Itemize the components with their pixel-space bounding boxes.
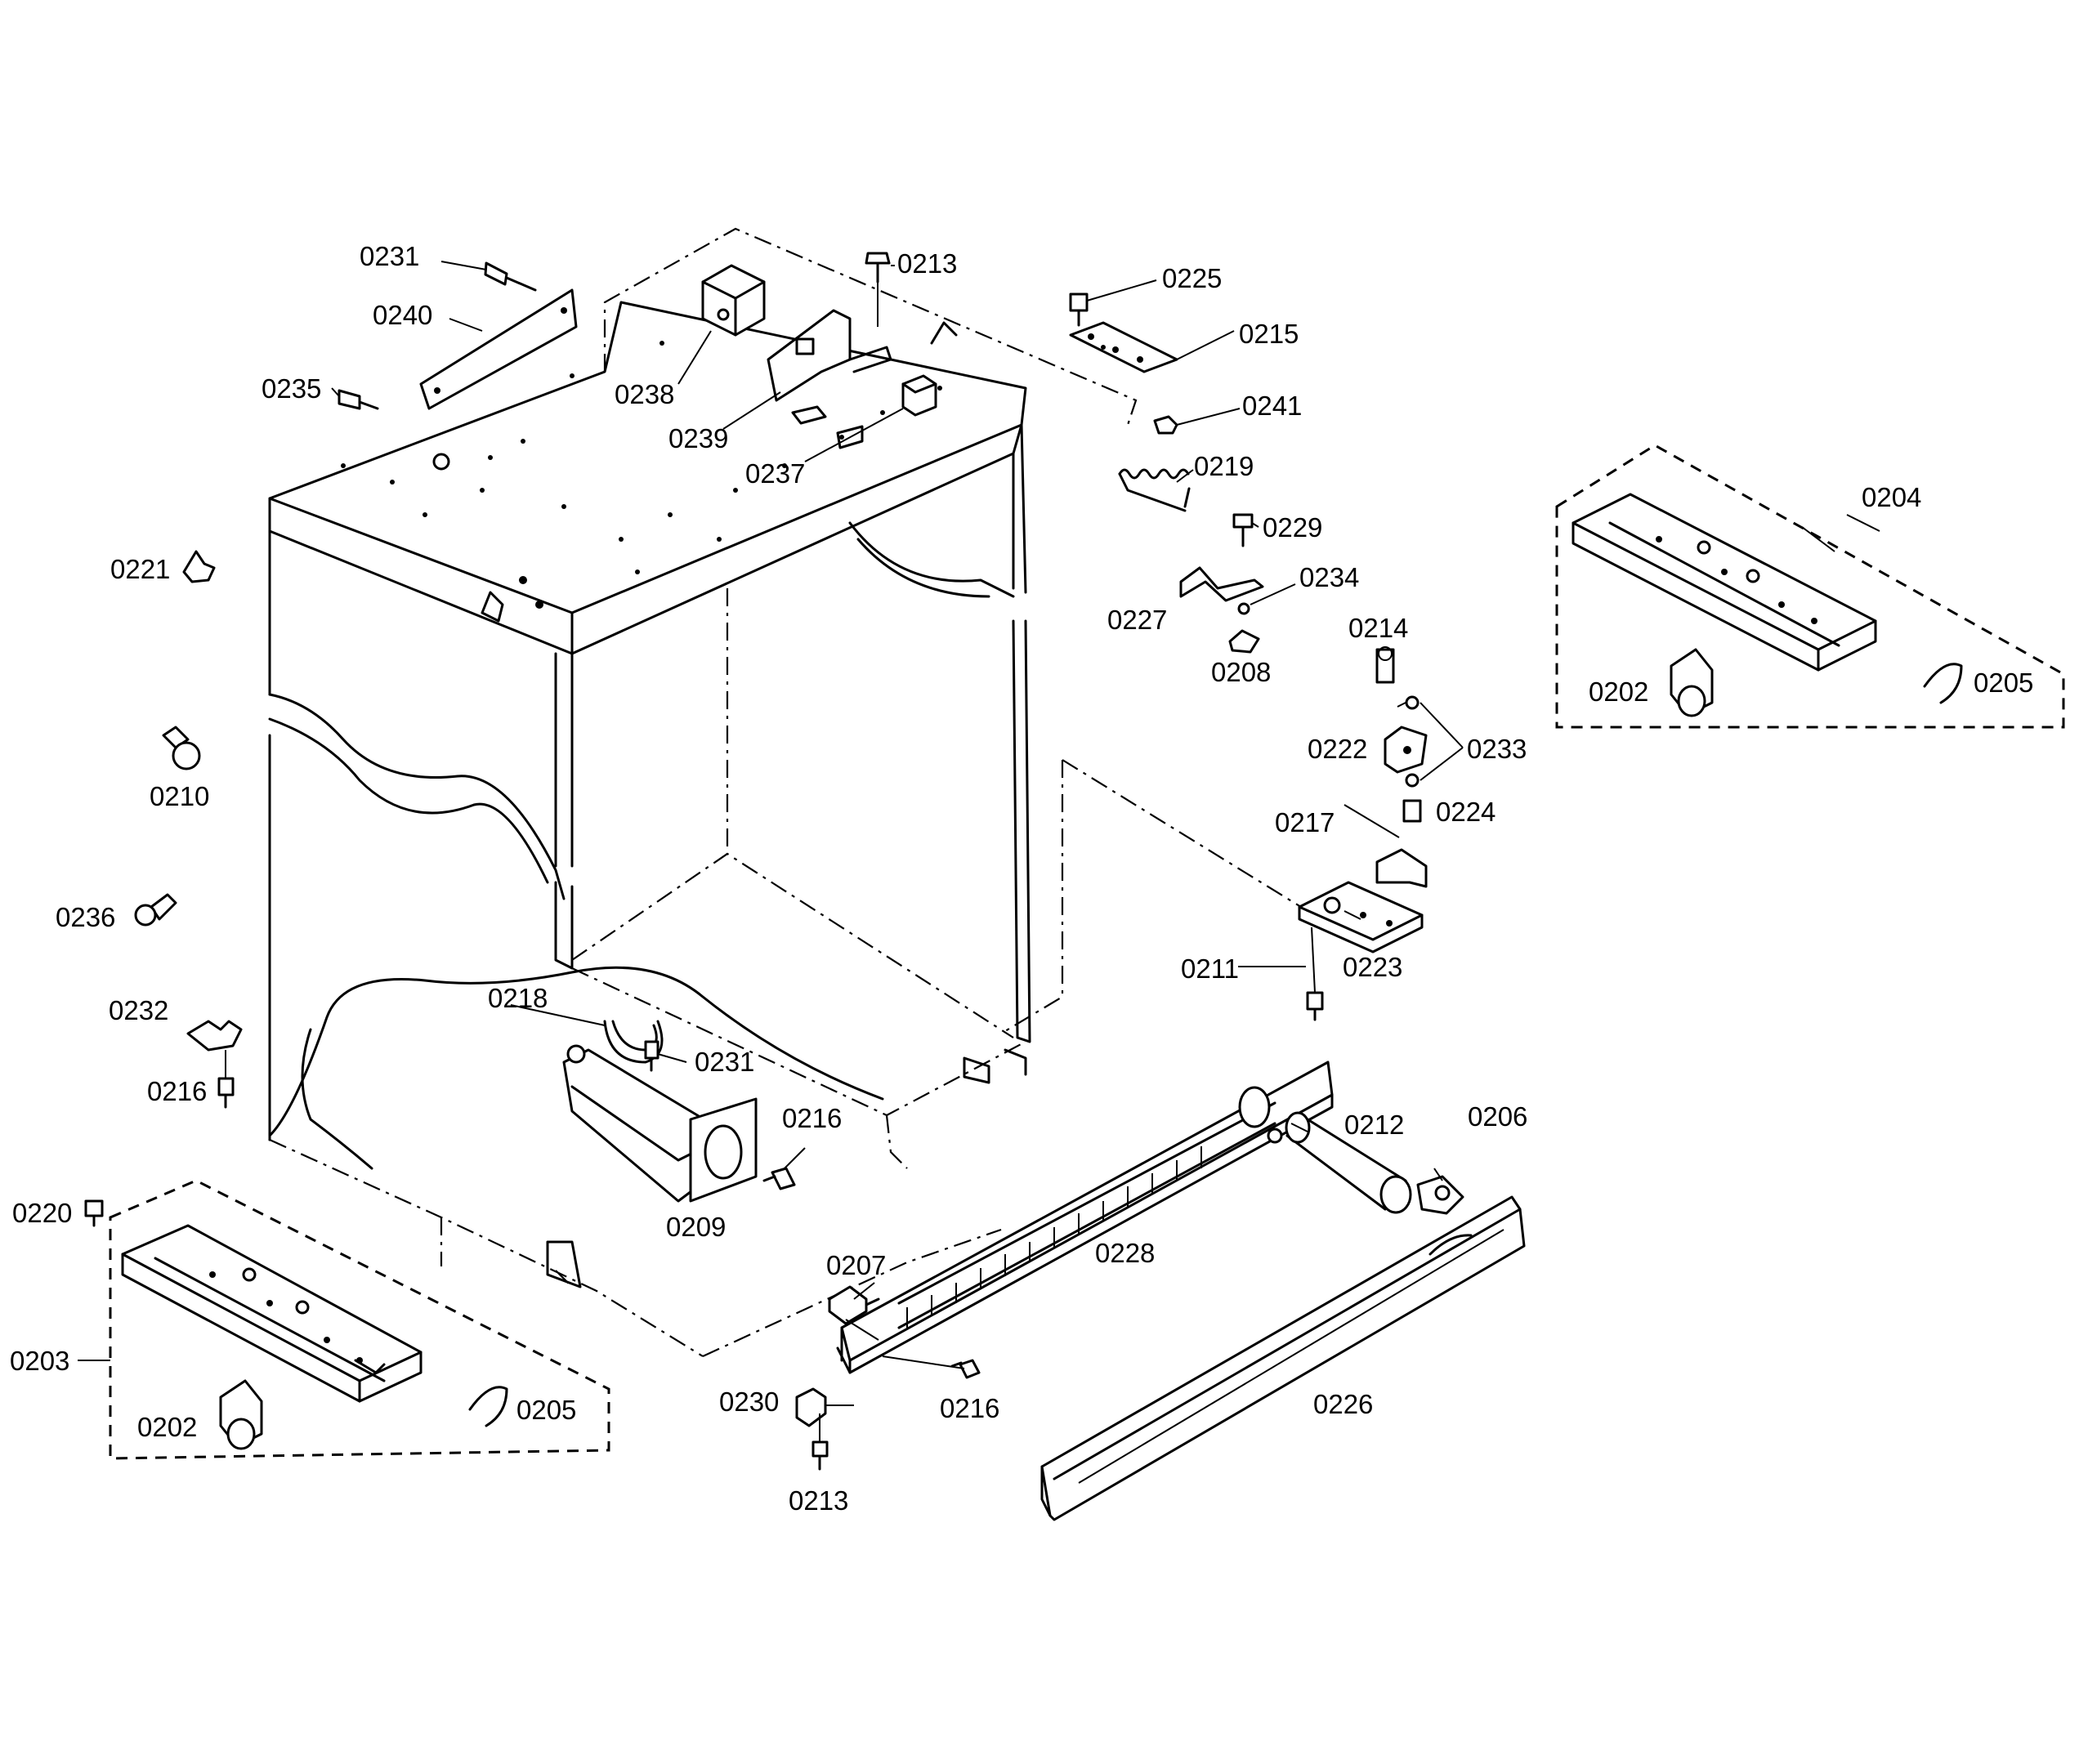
part-0233-washers [1405,695,1420,788]
callout-0209: 0209 [666,1212,726,1242]
part-0230-bracket [795,1387,827,1427]
callout-0220: 0220 [12,1198,72,1228]
callout-0217: 0217 [1275,807,1335,837]
callout-0216c: 0216 [940,1393,999,1423]
callout-0221: 0221 [110,554,170,584]
part-0226-toe-kick [1040,1195,1526,1521]
part-0221-clip [182,550,216,583]
part-0222-hinge-link [1384,726,1428,774]
part-0216-screw-front [950,1359,981,1379]
part-0224-pin [1402,799,1422,823]
callout-0205a: 0205 [516,1395,576,1425]
callout-0213b: 0213 [789,1485,848,1516]
part-0217-hinge-bracket [1375,848,1428,888]
callout-0205b: 0205 [1974,668,2033,698]
callout-0225: 0225 [1162,263,1222,293]
callout-0223: 0223 [1343,952,1402,982]
callout-0202b: 0202 [1589,677,1648,707]
part-0212-filter [1267,1111,1412,1214]
callout-0204: 0204 [1862,482,1921,512]
callout-0239: 0239 [668,423,728,453]
part-0220-screw [84,1199,104,1227]
part-0211-screw [1306,927,1324,1021]
callout-0222: 0222 [1308,734,1367,764]
callout-0236: 0236 [56,902,115,932]
callout-0219: 0219 [1194,451,1254,481]
callout-0224: 0224 [1436,797,1496,827]
callout-0203: 0203 [10,1346,69,1376]
callout-0233: 0233 [1467,734,1527,764]
callout-0232: 0232 [109,995,168,1025]
callout-0214: 0214 [1348,613,1408,643]
callout-0230: 0230 [719,1387,779,1417]
callout-0202a: 0202 [137,1412,197,1442]
part-0229-screw [1232,513,1254,547]
part-0225-screw [1069,293,1089,327]
part-0202-caster-right [1670,648,1714,717]
callout-0207: 0207 [826,1250,886,1280]
callout-0212: 0212 [1344,1110,1404,1140]
callout-0216a: 0216 [147,1076,207,1106]
callout-0227: 0227 [1107,605,1167,635]
callout-0229: 0229 [1263,512,1322,543]
part-0237-connector [791,374,937,449]
callout-0206: 0206 [1468,1101,1527,1132]
part-0223-hinge-plate [1298,881,1424,953]
callout-0211: 0211 [1181,953,1239,984]
callout-0226: 0226 [1313,1389,1373,1419]
callout-0218: 0218 [488,983,548,1013]
callout-0235: 0235 [262,373,321,404]
part-0216-screw-left [217,1050,235,1109]
part-0202-caster-left [219,1379,263,1450]
part-0215-hinge-plate [1069,321,1178,373]
part-0209-heater-duct [562,1044,758,1203]
part-0236-bushing [134,893,177,927]
callout-0237: 0237 [745,458,805,489]
callout-0228: 0228 [1095,1238,1155,1268]
part-0228-grille [836,1061,1334,1374]
callout-0231a: 0231 [360,241,419,271]
part-0241-nut [1153,415,1178,435]
callout-0231b: 0231 [695,1047,754,1077]
part-0231-screw-center [644,1040,659,1072]
part-0213-screw-top [865,252,891,327]
part-0205-spring-clip-left [468,1386,508,1427]
callout-0234: 0234 [1299,562,1359,592]
callout-0241: 0241 [1242,391,1302,421]
part-0208-nut [1228,629,1260,654]
callout-0210: 0210 [150,781,209,811]
part-0239-bracket-plate [767,309,892,402]
part-0210-roller [162,726,201,770]
part-0219-spring [1118,468,1191,512]
callout-0216b: 0216 [782,1103,842,1133]
part-0240-cover-plate [419,288,578,410]
part-0235-screw [338,389,379,410]
callout-0215: 0215 [1239,319,1299,349]
assembly-0204-frame [1555,444,2065,729]
assembly-0203-frame [109,1179,610,1460]
part-0206-valve [1416,1175,1464,1215]
part-0205-spring-clip-right [1923,663,1963,704]
part-0234-washer [1237,602,1250,615]
part-0216-screw-center [762,1167,796,1190]
part-0238-bracket [701,264,766,337]
part-0214-pin [1375,646,1395,684]
callout-0213a: 0213 [897,248,957,279]
callout-0208: 0208 [1211,657,1271,687]
cabinet-body [268,227,1308,1357]
callout-0240: 0240 [373,300,432,330]
part-0232-bracket [186,1020,243,1052]
callout-labels: 0231 0240 0235 0238 0239 0237 0213 0225 … [10,241,2033,1516]
part-0231-screw-top [484,261,537,292]
callout-0238: 0238 [615,379,674,409]
part-0227-bracket [1179,566,1264,602]
part-0213-screw-bottom [811,1413,829,1471]
leader-lines [78,261,1880,1406]
